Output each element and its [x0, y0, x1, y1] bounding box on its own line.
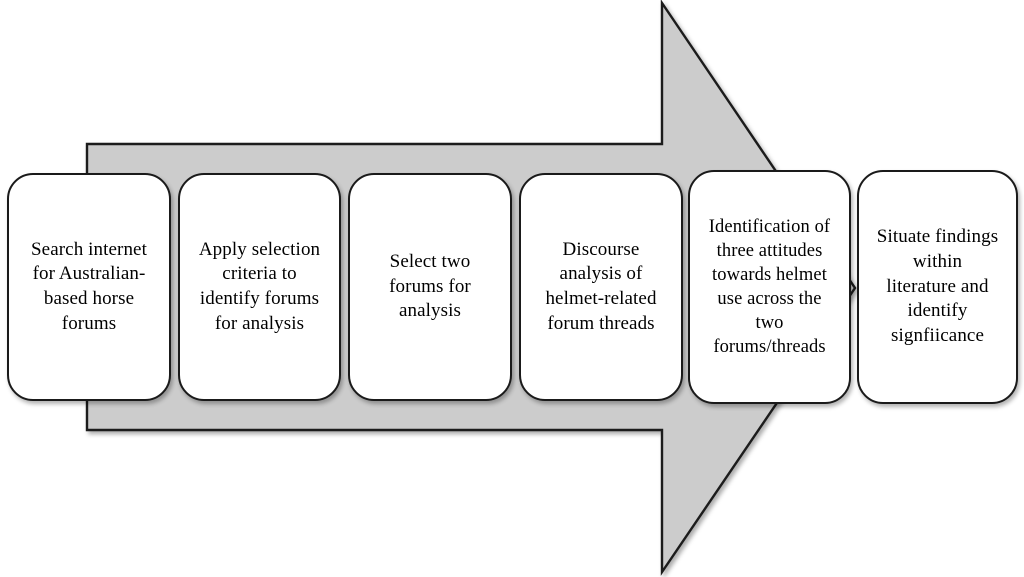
process-step-3[interactable]: Select two forums for analysis	[348, 173, 512, 401]
process-step-3-label: Select two forums for analysis	[389, 250, 471, 322]
process-step-5[interactable]: Identification of three attitudes toward…	[688, 170, 851, 404]
process-step-6-label: Situate findings within literature and i…	[876, 226, 999, 347]
process-step-1-label: Search internet for Australian- based ho…	[31, 238, 147, 334]
process-step-2[interactable]: Apply selection criteria to identify for…	[178, 173, 341, 401]
process-step-4[interactable]: Discourse analysis of helmet-related for…	[519, 173, 683, 401]
process-step-1[interactable]: Search internet for Australian- based ho…	[7, 173, 171, 401]
process-step-2-label: Apply selection criteria to identify for…	[198, 238, 321, 334]
process-step-5-label: Identification of three attitudes toward…	[708, 216, 831, 358]
process-step-6[interactable]: Situate findings within literature and i…	[857, 170, 1018, 404]
process-step-4-label: Discourse analysis of helmet-related for…	[545, 238, 657, 334]
